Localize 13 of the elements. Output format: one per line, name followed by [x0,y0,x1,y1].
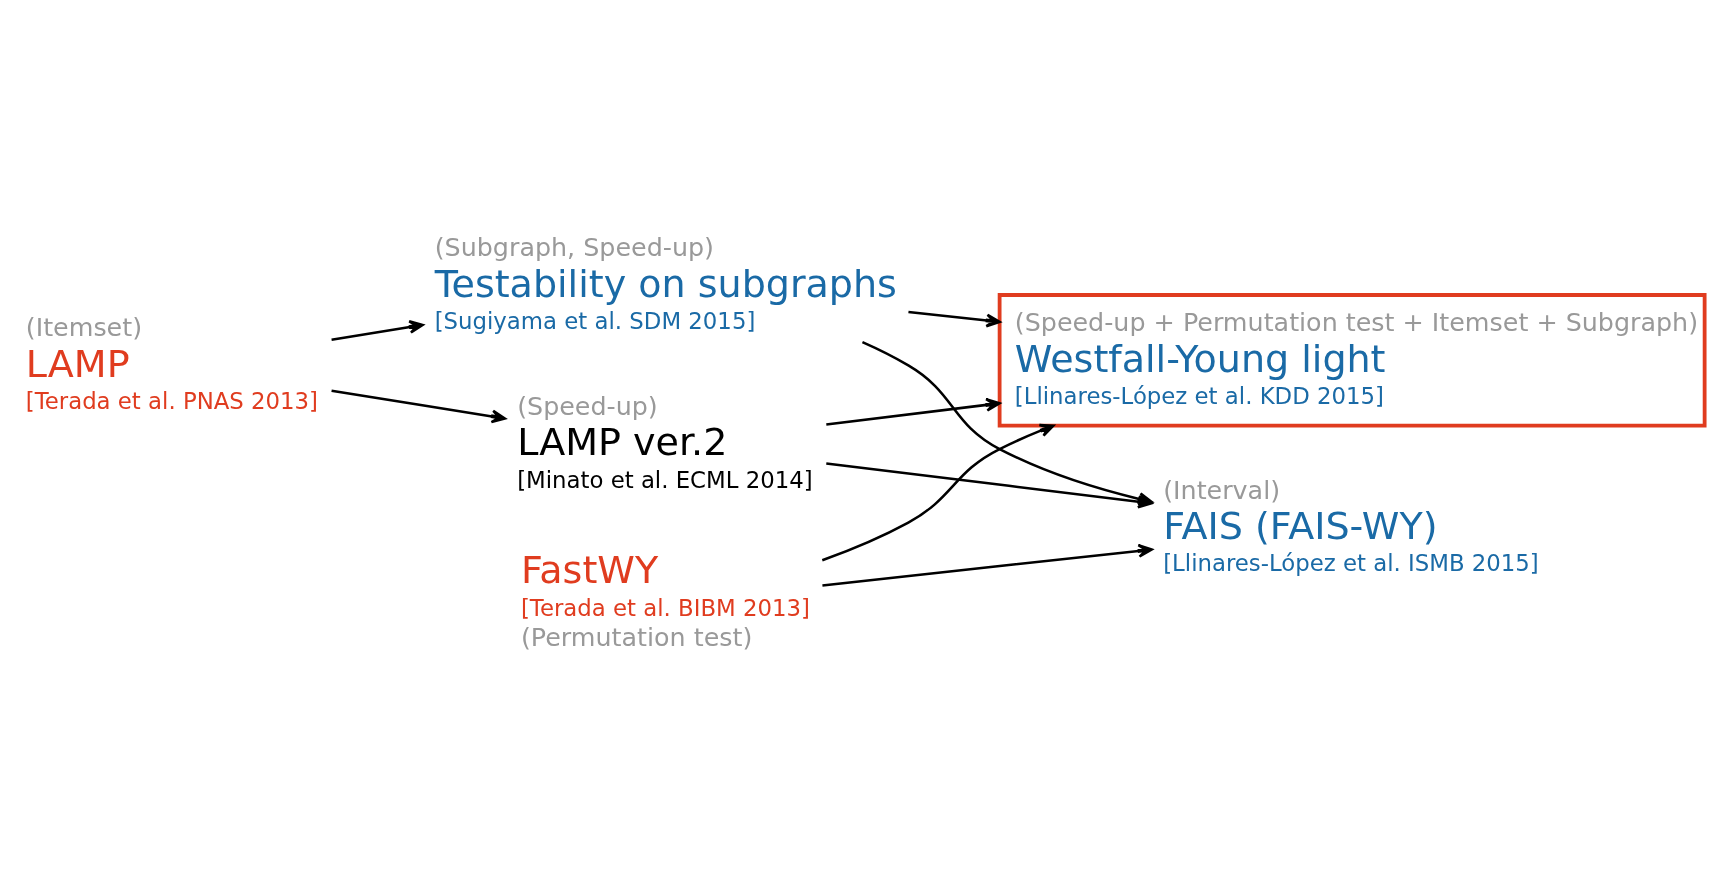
node-text: (Itemset) LAMP [Terada et al. PNAS 2013] [25,311,319,414]
arrow [331,388,507,423]
node-text: (Speed-up) LAMP ver.2 [Minato et al. ECML 2014] [517,390,813,493]
node-box: (Speed-up + Permutation test + Itemset + Subgraph) Westfall-Young light [Llinares-López et al. KDD 2015] [997,292,1707,427]
arrow [821,423,1055,561]
node-text: (Subgraph, Speed-up) Testability on subgraphs [Sugiyama et al. SDM 2015] [434,231,897,334]
arrow [826,397,1001,426]
node-text: FastWY [Terada et al. BIBM 2013] (Permutation test) [520,547,810,652]
arrow [908,310,1001,327]
arrow [822,543,1153,587]
arrow [331,319,424,341]
arrow [861,340,1153,506]
node-text: (Interval) FAIS (FAIS-WY) [Llinares-López et al. ISMB 2015] [1163,474,1539,576]
